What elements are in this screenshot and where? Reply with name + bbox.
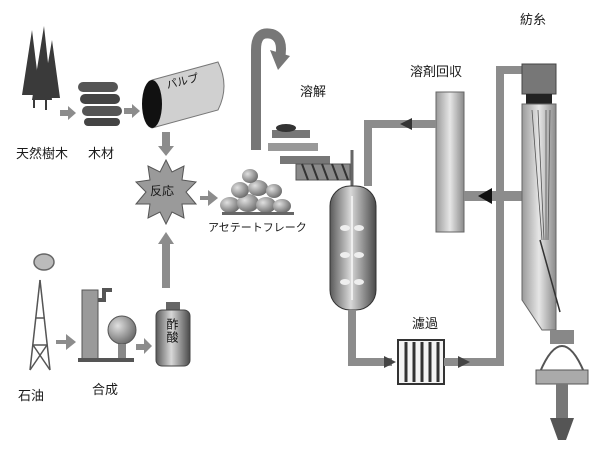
acetate-flake-icon	[220, 169, 294, 215]
label-dissolution: 溶解	[300, 85, 327, 100]
solvent-recovery-tower-icon	[435, 91, 465, 233]
tree-icon	[22, 26, 60, 110]
label-lumber: 木材	[88, 147, 115, 162]
arrow-reaction-to-flake	[200, 190, 218, 206]
arrow-trees-to-lumber	[60, 106, 76, 120]
arrow-acid-to-reaction	[158, 232, 174, 288]
label-solvent-recovery: 溶剤回収	[410, 65, 463, 80]
oil-derrick-icon	[29, 253, 55, 371]
screw-feeder-icon	[295, 163, 351, 181]
arrow-recovery-return	[400, 118, 412, 130]
label-spinning: 紡糸	[520, 13, 547, 28]
arrow-to-recovery	[478, 188, 492, 204]
pipe-tank-to-filter	[348, 310, 392, 366]
label-acetate-flake: アセテートフレーク	[208, 221, 307, 234]
take-up-winder-icon	[535, 330, 589, 440]
label-petroleum: 石油	[18, 389, 45, 404]
filter-unit-icon	[397, 339, 445, 385]
synthesis-apparatus-icon	[78, 288, 137, 362]
arrow-synthesis-to-acid	[136, 338, 152, 354]
arrow-lumber-to-pulp	[124, 104, 140, 118]
arrow-filter-out	[458, 356, 470, 368]
feed-hopper-icon	[268, 124, 330, 164]
pipe-filter-to-spinneret	[444, 66, 530, 366]
dissolution-tank-icon	[329, 150, 377, 311]
label-synthesis: 合成	[92, 383, 119, 398]
arrow-pulp-to-reaction	[158, 132, 174, 156]
acetic-acid-vessel-icon	[155, 302, 191, 367]
arrow-oil-to-synthesis	[56, 334, 76, 350]
reaction-burst-icon	[134, 158, 198, 226]
label-acetic-acid: 酢酸	[165, 318, 179, 344]
arrow-into-filter	[384, 356, 396, 368]
pulp-roll-icon	[142, 61, 225, 129]
label-reaction: 反応	[150, 184, 175, 198]
pipe-recovery-to-tank	[364, 120, 436, 186]
label-filtration: 濾過	[412, 317, 439, 332]
spinning-column-icon	[521, 63, 561, 331]
solvent-inlet-arrow-icon	[251, 28, 290, 150]
label-natural-wood: 天然樹木	[16, 147, 69, 162]
lumber-icon	[78, 82, 122, 126]
